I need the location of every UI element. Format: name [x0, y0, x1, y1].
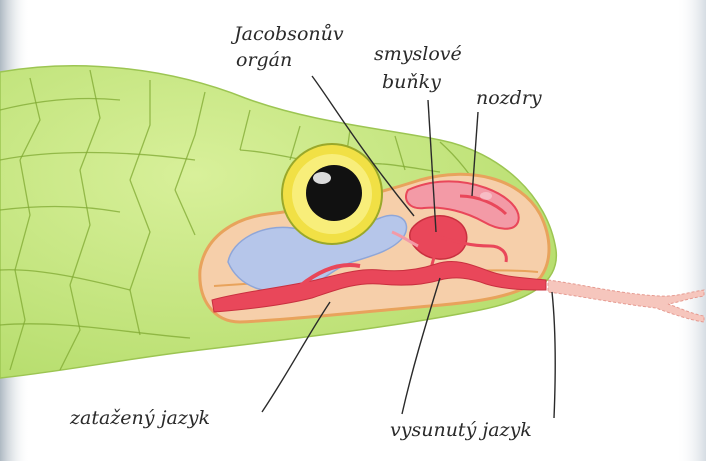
label-sensory-line1: smyslové	[374, 43, 462, 65]
eye	[282, 144, 382, 244]
label-nostrils: nozdry	[476, 87, 542, 109]
label-jacobson-line2: orgán	[236, 49, 292, 71]
label-jacobson-line1: Jacobsonův	[230, 23, 344, 45]
label-retracted-tongue: zatažený jazyk	[69, 407, 210, 429]
frame-right-edge	[676, 0, 706, 461]
label-sensory-line2: buňky	[382, 71, 441, 93]
label-extended-tongue: vysunutý jazyk	[390, 419, 532, 441]
leader-extended-tongue-tip	[552, 292, 555, 418]
